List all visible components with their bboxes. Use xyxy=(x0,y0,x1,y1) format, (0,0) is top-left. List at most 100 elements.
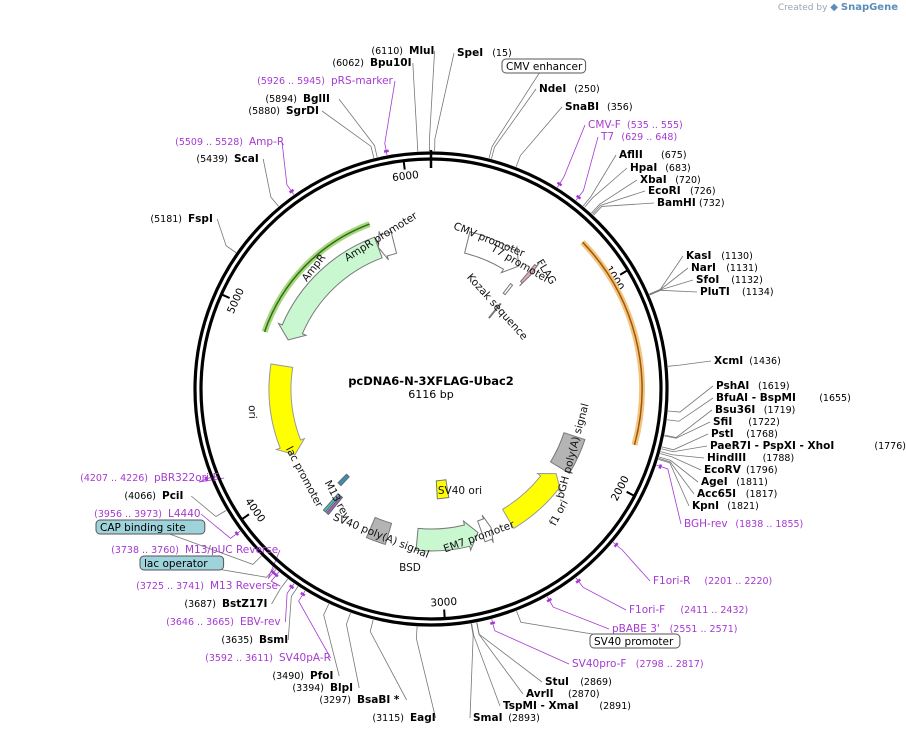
label-name: Bsu36I xyxy=(715,404,755,416)
leader-acc65i xyxy=(658,458,695,495)
label-position: (675) xyxy=(661,150,687,161)
site-label-psti: PstI(1768) xyxy=(711,428,778,440)
label-position: (720) xyxy=(675,175,701,186)
tick-2000 xyxy=(626,490,636,498)
label-name: XbaI xyxy=(640,174,667,186)
feature-arrows xyxy=(268,231,586,552)
label-position: (5509 .. 5528) xyxy=(175,137,243,148)
label-name: BsmI xyxy=(259,634,288,646)
site-label-xbai: XbaI (720) xyxy=(640,174,701,186)
primer-label-f1ori-r: F1ori-R(2201 .. 2220) xyxy=(653,575,772,587)
label-position: (1838 .. 1855) xyxy=(735,519,803,530)
label-position: (356) xyxy=(607,102,633,113)
label-name: TspMI - XmaI xyxy=(503,700,579,712)
feature-t7-promoter xyxy=(502,282,514,296)
label-name: PshAI xyxy=(716,380,749,392)
leader-pbabe-3 xyxy=(546,596,610,630)
label-position: (3725 .. 3741) xyxy=(136,581,204,592)
tick-5000 xyxy=(220,292,231,299)
label-position: (1719) xyxy=(764,405,796,416)
label-position: (1811) xyxy=(736,477,768,488)
feature-label-sv40-ori: SV40 ori xyxy=(438,485,482,497)
primer-arc-f1ori-f xyxy=(575,578,582,584)
feature-box-label: CMV enhancer xyxy=(506,61,583,73)
primer-label-f1ori-f: F1ori-F (2411 .. 2432) xyxy=(629,604,748,616)
leader-cmv-f xyxy=(557,124,586,188)
site-label-blpi: BlpI(3394) xyxy=(292,682,353,694)
leader-bpu10i xyxy=(412,62,419,152)
label-position: (2411 .. 2432) xyxy=(680,605,748,616)
feature-bgh-poly-a-signal xyxy=(549,432,586,475)
feature-box-frame xyxy=(501,58,587,74)
site-label-acc65i: Acc65I(1817) xyxy=(697,488,777,500)
leader-sfoi xyxy=(649,279,694,295)
feature-ampr-promoter xyxy=(377,231,398,261)
leader-f1ori-r xyxy=(612,541,651,582)
label-position: (2798 .. 2817) xyxy=(636,659,704,670)
site-label-hindiii: HindIII(1788) xyxy=(707,452,794,464)
label-position: (2891) xyxy=(599,701,631,712)
label-position: (1722) xyxy=(748,417,780,428)
label-position: (1788) xyxy=(763,453,795,464)
snapgene-credit: Created by ◆ SnapGene xyxy=(778,2,898,13)
site-label-pshai: PshAI(1619) xyxy=(716,380,790,392)
label-position: (1655) xyxy=(819,393,851,404)
label-position: (250) xyxy=(574,84,600,95)
site-label-pfoi: PfoI(3490) xyxy=(272,670,333,682)
label-name: HpaI xyxy=(630,162,657,174)
label-position: (1776) xyxy=(874,441,906,452)
label-position: (683) xyxy=(665,163,691,174)
label-name: M13/pUC Reverse xyxy=(185,544,278,556)
primer-label-l4440: L4440(3956 .. 3973) xyxy=(94,508,200,520)
label-name: SfiI xyxy=(713,416,732,428)
label-position: (1134) xyxy=(742,287,774,298)
site-label-bsmi: BsmI(3635) xyxy=(221,634,288,646)
feature-box-lac-operator: lac operator xyxy=(139,555,225,571)
site-labels: SpeI(15)CMV enhancerNdeI(250)SnaBI(356)C… xyxy=(80,45,906,724)
leader-bsmi xyxy=(287,586,299,641)
label-position: (3394) xyxy=(292,683,324,694)
site-label-bsu36i: Bsu36I (1719) xyxy=(715,404,795,416)
primer-arc-ebv-rev xyxy=(288,584,295,590)
primer-label-prs-marker: pRS-marker (5926 .. 5945) xyxy=(257,75,393,87)
leader-amp-r xyxy=(281,141,295,195)
label-position: (1817) xyxy=(746,489,778,500)
label-position: (629 .. 648) xyxy=(621,132,677,143)
feature-label-kozak-sequence: Kozak sequence xyxy=(464,271,530,342)
label-name: F1ori-F xyxy=(629,604,665,616)
leader-spei xyxy=(434,52,455,152)
label-name: PciI xyxy=(162,490,183,502)
label-name: pRS-marker xyxy=(331,75,394,87)
site-label-spei: SpeI(15) xyxy=(457,47,512,59)
leader-snabi xyxy=(515,106,563,167)
leader-sgrdi xyxy=(321,110,375,159)
site-label-ecorv: EcoRV(1796) xyxy=(704,464,778,476)
site-label-snabi: SnaBI(356) xyxy=(565,101,633,113)
leader-blpi xyxy=(345,612,360,689)
leader-stui xyxy=(476,622,543,683)
primer-arc-bgh-rev xyxy=(658,464,663,469)
label-name: CMV-F xyxy=(588,119,621,131)
outer-highlight-line xyxy=(582,241,643,446)
leader-sv40pro-f xyxy=(491,619,570,665)
primer-arc-pbabe-3 xyxy=(546,597,553,603)
label-name: SgrDI xyxy=(286,105,319,117)
primer-arc-sv40pro-f xyxy=(489,621,496,625)
site-label-bamhi: BamHI(732) xyxy=(657,197,725,209)
label-position: (1796) xyxy=(746,465,778,476)
site-label-kasi: KasI(1130) xyxy=(686,250,753,262)
feature-ori xyxy=(268,363,306,456)
feature-box-frame xyxy=(95,519,206,535)
label-position: (3490) xyxy=(272,671,304,682)
label-name: AgeI xyxy=(701,476,728,488)
label-position: (5926 .. 5945) xyxy=(257,76,325,87)
tick-1000 xyxy=(619,268,630,276)
label-position: (15) xyxy=(492,48,512,59)
primer-label-sv40pro-f: SV40pro-F(2798 .. 2817) xyxy=(572,658,704,670)
feature-sv40-ori xyxy=(435,479,450,500)
label-name: BfuAI - BspMI xyxy=(716,392,796,404)
label-position: (4066) xyxy=(124,491,156,502)
leader-eagi xyxy=(415,626,436,719)
leader-paer7i-pspxi-xhoi xyxy=(661,445,708,453)
label-name: F1ori-R xyxy=(653,575,690,587)
